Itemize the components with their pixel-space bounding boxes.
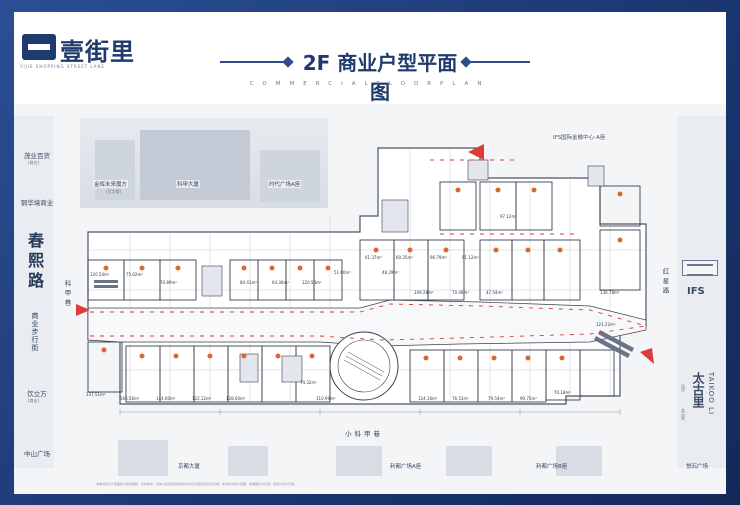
label-times-square: 时代广场A座	[268, 180, 302, 188]
left-panel	[14, 116, 54, 468]
label-maoye: 茂业百货	[24, 152, 50, 160]
label-maoye-small: (商业)	[28, 160, 40, 165]
escalator-center	[343, 351, 385, 381]
label-golden-cube: 金辉未来魔方	[93, 180, 129, 188]
unit-area: 121.22m²	[596, 322, 616, 327]
entry-arrow-right	[640, 348, 654, 364]
escalator-right	[594, 330, 634, 358]
label-zhongshan: 中山广场	[24, 450, 50, 458]
main-corridor	[87, 299, 647, 347]
ifs-logo-icon	[682, 260, 718, 276]
building-shape	[446, 446, 492, 476]
unit-area: 76.53m²	[452, 396, 469, 401]
unit-area: 47.54m²	[486, 290, 503, 295]
floor-plan	[76, 144, 654, 415]
unit-area: 74.32m²	[300, 380, 317, 385]
unit-area: 75.02m²	[126, 272, 143, 277]
unit-markers	[101, 187, 623, 361]
unit-area: 110.99m²	[316, 396, 336, 401]
label-yueshi-square: 悦石广场	[686, 464, 709, 470]
street-xiao-kejia-lane: 小科甲巷	[345, 430, 383, 438]
building-shape	[228, 446, 268, 476]
unit-area: 97.12m²	[500, 214, 517, 219]
building-shape	[556, 446, 602, 476]
page-title: 2F 商业户型平面图	[302, 51, 458, 104]
unit-area: 122.12m²	[192, 396, 212, 401]
unit-area: 99.75m²	[520, 396, 537, 401]
unit-area: 60.35m²	[396, 255, 413, 260]
label-yinlifang-small: (商业)	[28, 398, 40, 403]
unit-area: 84.41m²	[240, 280, 257, 285]
unit-area: 144.00m²	[156, 396, 176, 401]
unit-area: 137.51m²	[86, 392, 106, 397]
logo-text: 壹街里	[60, 37, 135, 66]
title-rule-right	[466, 61, 530, 63]
title-rule-left	[220, 61, 284, 63]
label-yinlifang: 饮立方	[27, 390, 47, 398]
building-shape	[336, 446, 382, 476]
unit-area: 61.37m²	[365, 255, 382, 260]
building-shape	[260, 150, 320, 202]
escalator-left	[94, 280, 118, 288]
unit-area: 91.12m²	[462, 255, 479, 260]
unit-area: 70.46m²	[452, 290, 469, 295]
unit-area: 136.78m²	[600, 290, 620, 295]
core-blocks	[201, 159, 605, 383]
label-tonghua: 铜华境商业	[20, 199, 54, 207]
unit-area: 51.60m²	[334, 270, 351, 275]
unit-area: 70.89m²	[160, 280, 177, 285]
label-taikoo-cn: 太古里	[691, 372, 705, 408]
unit-area: 120.54m²	[90, 272, 110, 277]
label-ifs: IFS	[687, 286, 705, 297]
page-subtitle: COMMERCIALFLOORPLAN	[249, 81, 491, 87]
street-kejia-lane: 科甲巷	[63, 280, 71, 309]
unit-area: 109.28m²	[414, 290, 434, 295]
logo-icon	[22, 34, 56, 60]
unit-area: 120.54m²	[302, 280, 322, 285]
shop-walls	[87, 181, 641, 403]
unit-area: 48.29m²	[382, 270, 399, 275]
label-golden-cube-sub: (写字楼)	[106, 189, 122, 194]
street-hongxing-road: 红星路	[661, 268, 669, 297]
unit-area: 70.18m²	[554, 390, 571, 395]
dimension-line-bottom	[119, 409, 621, 415]
unit-area: 79.54m²	[488, 396, 505, 401]
building-shape	[140, 130, 250, 200]
disclaimer: 本楼书所示户型面积为建筑面积，仅供参考，具体以政府最终审批的文件及买卖合同约定为…	[96, 482, 298, 486]
chunxi-road-title: 春熙路	[25, 232, 44, 292]
unit-area: 124.16m²	[418, 396, 438, 401]
diamond-icon	[282, 56, 294, 68]
chunxi-road-subtitle: 商业步行街	[31, 312, 39, 352]
label-lidu-a: 利都广场A座	[390, 464, 422, 470]
label-side-small: 太古里	[681, 408, 686, 420]
circulation-route	[90, 159, 647, 341]
label-taikoo-en: TAIKOO LI	[707, 372, 715, 416]
label-jingdu-tower: 京都大厦	[178, 464, 201, 470]
title-block: 2F 商业户型平面图	[200, 44, 540, 104]
label-lidu-b: 利都广场B座	[536, 464, 568, 470]
building-shape	[118, 440, 168, 476]
unit-area: 96.79m²	[430, 255, 447, 260]
unit-area: 166.56m²	[120, 396, 140, 401]
label-kejia-tower: 科甲大厦	[176, 180, 201, 188]
label-side-small: 远洋	[681, 384, 686, 392]
building-shape	[95, 140, 135, 200]
logo-subtitle: YIJIE SHOPPING STREET LANE	[20, 64, 105, 69]
label-ifs-tower: IFS国际金融中心-A座	[552, 133, 607, 141]
unit-area: 64.30m²	[272, 280, 289, 285]
entry-arrow-left	[76, 304, 90, 316]
right-panel	[678, 116, 726, 468]
header	[14, 12, 726, 104]
atrium-inner	[337, 339, 391, 393]
entry-arrow-top	[468, 144, 484, 160]
unit-area: 128.00m²	[226, 396, 246, 401]
